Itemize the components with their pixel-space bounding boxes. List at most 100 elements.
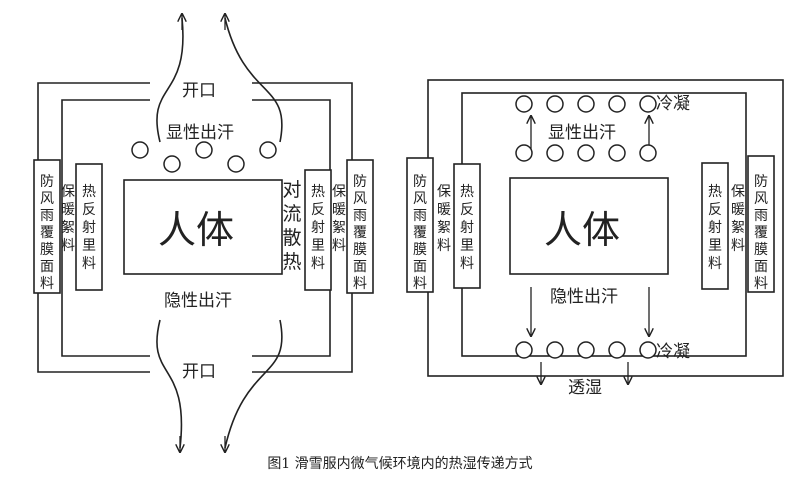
right-reflect-lining-r-char-5: 料 bbox=[708, 256, 722, 272]
right-outer-fabric-r-char-7: 料 bbox=[754, 276, 768, 292]
left-body-box bbox=[123, 179, 283, 275]
right-mid-bubble-5 bbox=[639, 144, 657, 162]
right-mid-bubble-4 bbox=[608, 144, 626, 162]
left-reflect-lining-box-r bbox=[304, 169, 332, 291]
right-bottom-bubble-5 bbox=[639, 341, 657, 359]
right-permeate-label: 透湿 bbox=[568, 378, 602, 398]
right-outer-fabric-l-char-2: 风 bbox=[413, 191, 427, 207]
left-top-4-bubble-1 bbox=[227, 155, 245, 173]
right-reflect-lining-box-l bbox=[453, 163, 481, 289]
right-warm-pad-l-char-1: 保 bbox=[437, 184, 451, 200]
right-top-bubble-5 bbox=[639, 95, 657, 113]
right-outer-fabric-r-char-2: 风 bbox=[754, 191, 768, 207]
right-outer-fabric-box-r bbox=[747, 155, 775, 293]
right-warm-pad-r-char-2: 暖 bbox=[731, 202, 745, 218]
right-mid-bubble-1 bbox=[515, 144, 533, 162]
left-reflect-lining-l-char-5: 料 bbox=[82, 256, 96, 272]
left-warm-pad-l-char-2: 暖 bbox=[61, 202, 75, 218]
right-bottom-sweat-label: 隐性出汗 bbox=[550, 287, 618, 307]
right-bottom-bubble-2 bbox=[546, 341, 564, 359]
left-outer-fabric-r-char-6: 面 bbox=[353, 259, 367, 275]
left-bottom-funnel-right bbox=[224, 319, 283, 449]
left-bottom-funnel-left bbox=[156, 319, 183, 449]
right-warm-pad-l-char-2: 暖 bbox=[437, 202, 451, 218]
right-reflect-lining-l-char-2: 反 bbox=[460, 202, 474, 218]
left-outer-fabric-r-char-4: 覆 bbox=[353, 225, 367, 241]
left-convection-char-3: 散 bbox=[282, 227, 301, 249]
left-body-label: 人体 bbox=[158, 208, 234, 252]
right-body-box bbox=[509, 177, 669, 275]
left-opening-bottom-label: 开口 bbox=[182, 362, 216, 382]
right-mid-bubble-2 bbox=[546, 144, 564, 162]
left-top-2-bubble-1 bbox=[163, 155, 181, 173]
left-outer-fabric-box-l bbox=[33, 159, 61, 294]
left-warm-pad-r-char-3: 絮 bbox=[332, 219, 346, 236]
left-warm-pad-l-char-4: 料 bbox=[61, 238, 75, 254]
left-inner-layer-left bbox=[61, 99, 150, 357]
right-top-bubble-3 bbox=[577, 95, 595, 113]
left-warm-pad-l-char-1: 保 bbox=[61, 184, 75, 200]
left-outer-fabric-r-char-1: 防 bbox=[353, 174, 367, 190]
left-outer-fabric-l-char-2: 风 bbox=[40, 191, 54, 207]
left-reflect-lining-l-char-3: 射 bbox=[82, 220, 96, 236]
left-top-sweat-label: 显性出汗 bbox=[166, 123, 234, 143]
right-body-label: 人体 bbox=[544, 208, 620, 252]
right-bottom-bubble-4 bbox=[608, 341, 626, 359]
right-reflect-lining-l-char-5: 料 bbox=[460, 256, 474, 272]
right-top-bubble-4 bbox=[608, 95, 626, 113]
left-outer-fabric-l-char-1: 防 bbox=[40, 174, 54, 190]
left-bottom-sweat-label: 隐性出汗 bbox=[164, 291, 232, 311]
right-warm-pad-r-char-4: 料 bbox=[731, 238, 745, 254]
right-top-bubble-2 bbox=[546, 95, 564, 113]
left-reflect-lining-l-char-4: 里 bbox=[82, 238, 96, 254]
right-outer-fabric-l-char-3: 雨 bbox=[413, 208, 427, 224]
right-outer-fabric-l-char-1: 防 bbox=[413, 174, 427, 190]
right-warm-pad-r-char-1: 保 bbox=[731, 184, 745, 200]
left-outer-fabric-r-char-2: 风 bbox=[353, 191, 367, 207]
right-reflect-lining-l-char-3: 射 bbox=[460, 220, 474, 236]
right-mid-bubble-3 bbox=[577, 144, 595, 162]
right-outer-fabric-l-char-6: 面 bbox=[413, 259, 427, 275]
right-condense-bubbles bbox=[515, 95, 657, 359]
left-top-3-bubble-1 bbox=[195, 141, 213, 159]
left-convection-char-1: 对 bbox=[282, 179, 301, 201]
left-reflect-lining-l-char-1: 热 bbox=[82, 184, 96, 200]
right-outer-fabric-r-char-5: 膜 bbox=[754, 242, 768, 258]
right-warm-pad-r-char-3: 絮 bbox=[731, 219, 745, 236]
right-reflect-lining-l-char-1: 热 bbox=[460, 184, 474, 200]
right-outer-fabric-r-char-4: 覆 bbox=[754, 225, 768, 241]
right-bottom-bubble-3 bbox=[577, 341, 595, 359]
left-reflect-lining-r-char-5: 料 bbox=[311, 256, 325, 272]
right-condense-top-label: 冷凝 bbox=[656, 94, 690, 114]
left-top-5-bubble-1 bbox=[259, 141, 277, 159]
left-outer-fabric-l-char-7: 料 bbox=[40, 276, 54, 292]
left-reflect-lining-r-char-3: 射 bbox=[311, 220, 325, 236]
right-top-bubble-1 bbox=[515, 95, 533, 113]
left-reflect-lining-l-char-2: 反 bbox=[82, 202, 96, 218]
right-top-sweat-label: 显性出汗 bbox=[548, 123, 616, 143]
left-top-funnel-left bbox=[156, 17, 184, 143]
right-warm-pad-l-char-3: 絮 bbox=[437, 219, 451, 236]
left-outer-fabric-l-char-4: 覆 bbox=[40, 225, 54, 241]
right-reflect-lining-r-char-4: 里 bbox=[708, 238, 722, 254]
right-outer-fabric-r-char-6: 面 bbox=[754, 259, 768, 275]
left-warm-pad-l-char-3: 絮 bbox=[61, 219, 75, 236]
left-reflect-lining-r-char-2: 反 bbox=[311, 202, 325, 218]
right-reflect-lining-r-char-1: 热 bbox=[708, 184, 722, 200]
right-outer-fabric-r-char-1: 防 bbox=[754, 174, 768, 190]
right-bottom-bubble-1 bbox=[515, 341, 533, 359]
left-warm-pad-r-char-2: 暖 bbox=[332, 202, 346, 218]
left-outer-fabric-r-char-5: 膜 bbox=[353, 242, 367, 258]
left-reflect-lining-r-char-1: 热 bbox=[311, 184, 325, 200]
right-warm-pad-l-char-4: 料 bbox=[437, 238, 451, 254]
right-reflect-lining-box-r bbox=[701, 162, 729, 290]
right-reflect-lining-r-char-3: 射 bbox=[708, 220, 722, 236]
left-reflect-lining-r-char-4: 里 bbox=[311, 238, 325, 254]
right-condense-bottom-label: 冷凝 bbox=[656, 342, 690, 362]
left-warm-pad-r-char-1: 保 bbox=[332, 184, 346, 200]
left-convection-char-2: 流 bbox=[282, 203, 301, 225]
right-outer-fabric-r-char-3: 雨 bbox=[754, 208, 768, 224]
left-outer-fabric-box-r bbox=[346, 159, 374, 294]
